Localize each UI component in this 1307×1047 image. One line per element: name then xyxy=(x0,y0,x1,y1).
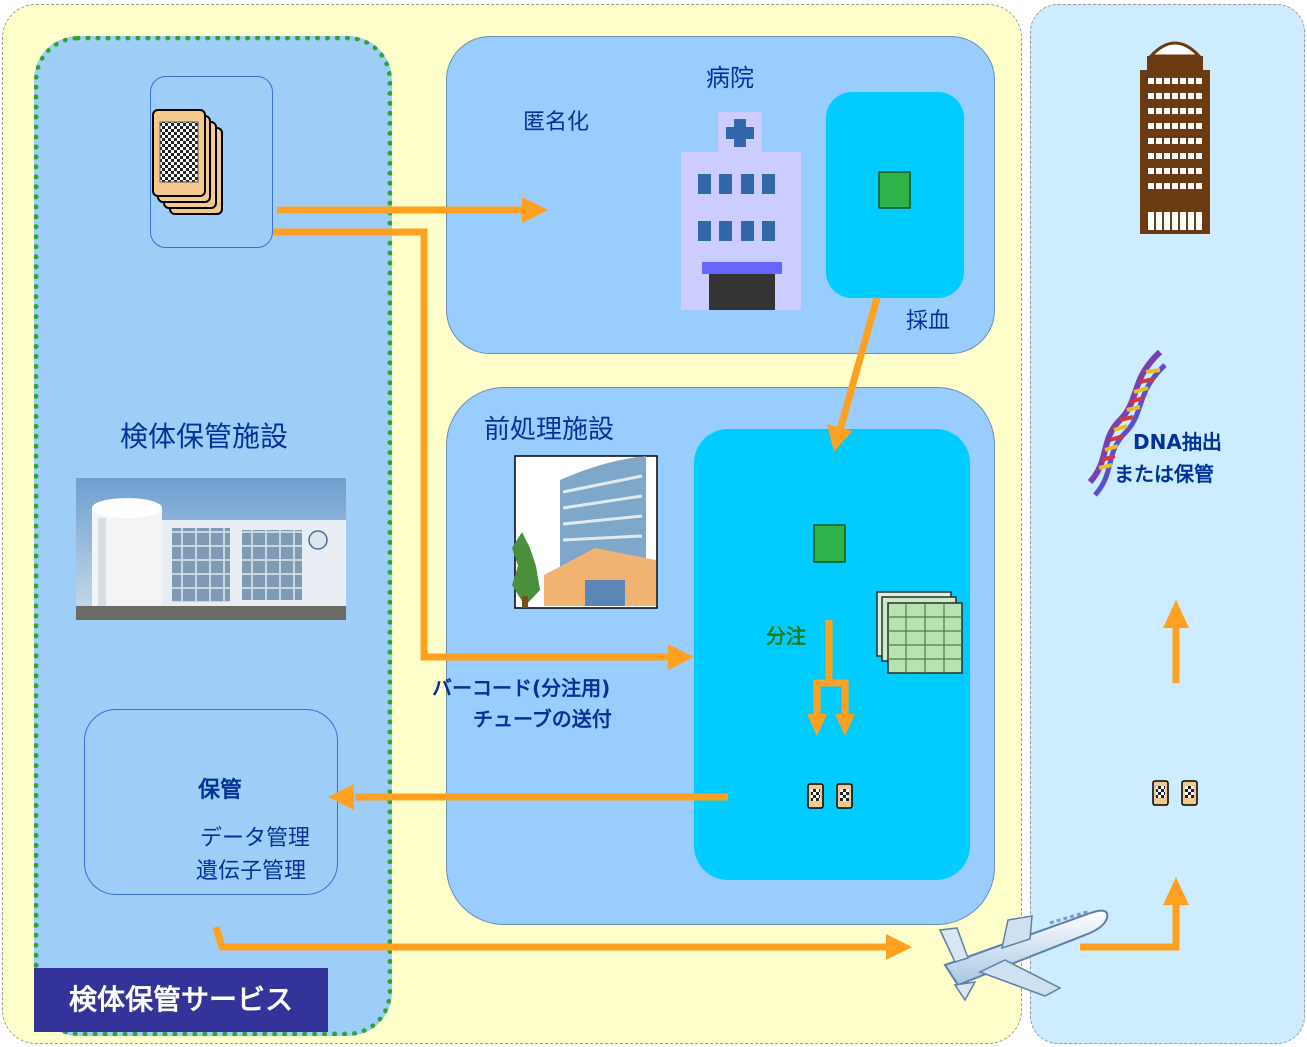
barcode-line-2: チューブの送付 xyxy=(473,707,612,731)
dna-helix-icon xyxy=(1087,349,1167,497)
tube-pair-destination-icon xyxy=(1152,780,1198,806)
arrow-to-airplane xyxy=(212,925,886,951)
service-label: 検体保管サービス xyxy=(34,968,328,1032)
barcode-card-box xyxy=(150,76,273,248)
dispense-label: 分注 xyxy=(766,624,806,648)
barcode-cards-icon xyxy=(152,109,223,215)
dna-line-1: DNA抽出 xyxy=(1133,430,1222,454)
storage-facility-title: 検体保管施設 xyxy=(120,420,289,453)
hospital-title: 病院 xyxy=(706,64,754,92)
tower-building-icon xyxy=(1140,41,1210,234)
pretreatment-title: 前処理施設 xyxy=(484,415,615,445)
dispense-arrow-left xyxy=(813,620,833,716)
storage-facility-photo xyxy=(76,478,346,620)
arrow-blood-to-dispense xyxy=(836,297,881,431)
hospital-building-icon xyxy=(681,112,801,310)
blood-sample-icon xyxy=(878,171,911,209)
storage-line-data: データ管理 xyxy=(200,826,311,851)
tube-pair-icon xyxy=(807,783,853,809)
storage-line-gene: 遺伝子管理 xyxy=(196,859,307,884)
storage-box xyxy=(84,709,338,895)
flow-arrows xyxy=(212,206,1180,951)
storage-title: 保管 xyxy=(198,778,243,803)
dispense-sample-icon xyxy=(813,524,846,563)
arrow-heads xyxy=(328,197,1189,960)
arrow-up-lower xyxy=(1080,904,1180,951)
airplane-icon xyxy=(938,909,1109,1002)
pretreatment-building-icon xyxy=(512,455,658,609)
anonymize-label: 匿名化 xyxy=(523,110,590,135)
dna-line-2: または保管 xyxy=(1114,462,1214,486)
barcode-line-1: バーコード(分注用) xyxy=(432,676,611,700)
arrow-to-pretreatment xyxy=(273,228,670,661)
sample-tray-icon xyxy=(876,591,963,674)
blood-draw-label: 採血 xyxy=(906,309,951,334)
